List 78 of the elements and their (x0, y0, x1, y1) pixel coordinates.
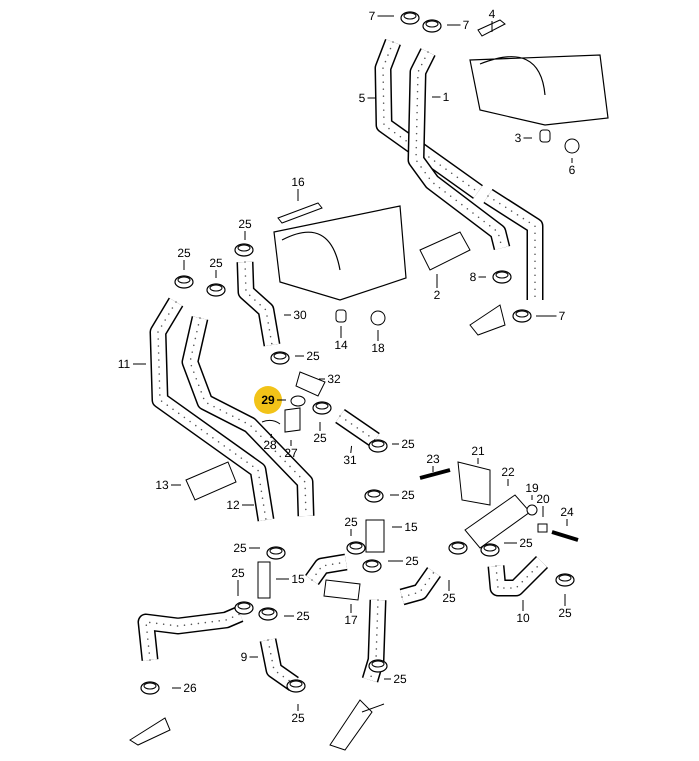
leader-line (566, 518, 568, 526)
callout-number: 23 (424, 452, 442, 466)
callout-number: 15 (289, 572, 307, 586)
callout-number: 17 (342, 613, 360, 627)
callout-number: 32 (325, 372, 343, 386)
callout-number: 12 (224, 498, 242, 512)
callout-number: 19 (523, 481, 541, 495)
callout-number: 25 (342, 515, 360, 529)
leader-line (350, 528, 352, 536)
leader-line (388, 560, 404, 562)
leader-line (249, 656, 258, 658)
leader-line (170, 484, 182, 486)
callout-number: 3 (512, 131, 524, 145)
callout-number: 29 (259, 393, 277, 407)
callout-number: 6 (566, 163, 578, 177)
callout-number: 5 (356, 91, 368, 105)
callout-number: 7 (556, 309, 568, 323)
leader-line (350, 604, 352, 614)
callout-number: 8 (468, 270, 478, 284)
leader-line (242, 504, 254, 506)
callout-number: 25 (556, 606, 574, 620)
callout-number: 24 (558, 505, 576, 519)
leader-line (542, 506, 544, 518)
leader-line (446, 24, 461, 26)
callout-number: 13 (153, 478, 171, 492)
callout-number: 10 (514, 611, 532, 625)
callout-number: 2 (432, 288, 442, 302)
callout-number: 25 (304, 349, 322, 363)
leader-line (284, 314, 292, 316)
callout-number: 25 (229, 566, 247, 580)
leader-line (290, 440, 292, 446)
leader-line (270, 433, 272, 438)
callout-number: 25 (294, 609, 312, 623)
leader-line (448, 580, 450, 592)
leader-line (504, 542, 518, 544)
callout-number: 25 (391, 672, 409, 686)
callout-number: 28 (261, 438, 279, 452)
leader-line (244, 230, 246, 240)
callout-number: 7 (366, 9, 378, 23)
leader-line (392, 526, 402, 528)
callout-number: 25 (175, 246, 193, 260)
callout-number: 25 (440, 591, 458, 605)
callout-number: 25 (289, 711, 307, 725)
leader-line (432, 466, 434, 472)
callout-number: 30 (291, 308, 309, 322)
leader-line (276, 578, 290, 580)
callout-number: 21 (469, 444, 487, 458)
callout-number: 31 (341, 453, 359, 467)
leader-line (564, 594, 566, 606)
leader-line (478, 276, 486, 278)
leader-line (432, 96, 441, 98)
callout-number: 25 (403, 554, 421, 568)
callout-number: 16 (289, 175, 307, 189)
callout-number: 25 (236, 217, 254, 231)
callout-number: 25 (399, 488, 417, 502)
callout-number: 15 (402, 520, 420, 534)
callout-number: 18 (369, 341, 387, 355)
callout-number: 1 (440, 90, 452, 104)
leader-line (436, 274, 438, 288)
callout-number: 25 (231, 541, 249, 555)
callout-number: 7 (460, 18, 472, 32)
callout-number: 9 (238, 650, 250, 664)
callout-number: 25 (399, 437, 417, 451)
callout-number: 14 (332, 338, 350, 352)
callout-number: 11 (115, 357, 133, 371)
leader-line (318, 378, 326, 380)
callout-number: 20 (534, 492, 552, 506)
leader-line (350, 445, 352, 454)
leader-line (340, 326, 342, 338)
leader-line (384, 678, 392, 680)
callout-number: 4 (486, 7, 498, 21)
callout-number: 25 (207, 256, 225, 270)
callout-number: 25 (517, 536, 535, 550)
leader-line (390, 494, 400, 496)
callout-number: 22 (499, 465, 517, 479)
callout-number: 25 (311, 431, 329, 445)
callout-number: 26 (181, 681, 199, 695)
leader-line (522, 600, 524, 612)
